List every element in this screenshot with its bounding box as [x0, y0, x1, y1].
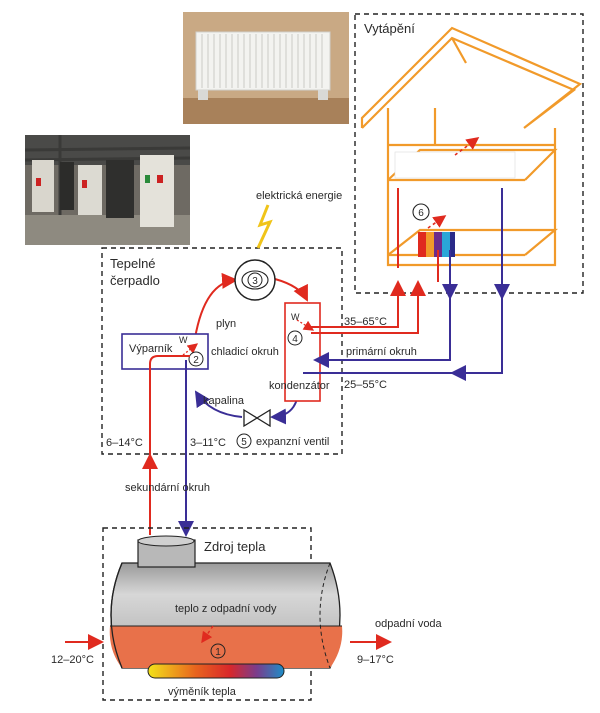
heat-exchanger-label: výměník tepla: [168, 686, 237, 698]
heat-from-wastewater-label: teplo z odpadní vody: [175, 603, 277, 615]
svg-text:4: 4: [292, 334, 298, 345]
condenser-w: W: [291, 312, 300, 322]
svg-text:1: 1: [215, 647, 221, 658]
heat-source-box: [102, 527, 312, 701]
marker-4: [287, 330, 303, 346]
heat-exchanger-icon: [147, 663, 285, 679]
temp-secondary-cold: 3–11°C: [190, 437, 226, 449]
marker-2: [188, 351, 204, 367]
temp-primary-return: 25–55°C: [344, 379, 387, 391]
primary-circuit-label: primární okruh: [346, 346, 417, 358]
house-icon: [360, 26, 583, 267]
machine-room-photo: [24, 135, 191, 245]
marker-5: [236, 433, 252, 449]
wastewater-tank: [109, 535, 343, 669]
marker-6: [412, 203, 430, 221]
secondary-circuit-label: sekundární okruh: [125, 482, 210, 494]
temp-primary-hot: 35–65°C: [344, 316, 387, 328]
heat-pump-title-1: Tepelné: [110, 256, 156, 271]
heat-up-arrow: [454, 137, 480, 156]
evaporator-label: Výparník: [129, 343, 173, 355]
room-radiator: [418, 232, 455, 257]
temp-secondary-hot: 6–14°C: [106, 437, 143, 449]
floor-heating: [394, 151, 516, 179]
svg-text:6: 6: [418, 208, 424, 219]
svg-text:3: 3: [252, 276, 258, 287]
primary-circuit-pipes: [303, 188, 510, 381]
expansion-valve-icon: [243, 408, 271, 428]
temp-wastewater-in: 12–20°C: [51, 654, 94, 666]
marker-3: [247, 272, 263, 288]
heat-pump-box: [101, 247, 343, 455]
svg-text:5: 5: [241, 437, 247, 448]
gas-line: [194, 272, 238, 339]
wastewater-label: odpadní voda: [375, 618, 443, 630]
condenser-label: kondenzátor: [269, 380, 330, 392]
evaporator-w: W: [179, 335, 188, 345]
marker-1: [210, 643, 226, 659]
radiator-photo: [183, 12, 349, 124]
expansion-valve-label: expanzní ventil: [256, 436, 329, 448]
heat-pump-title-2: čerpadlo: [110, 273, 160, 288]
gas-label: plyn: [216, 318, 236, 330]
lightning-icon: [256, 204, 273, 249]
secondary-circuit-pipes: [142, 355, 194, 537]
heating-title: Vytápění: [364, 21, 415, 36]
cooling-circuit-label: chladicí okruh: [211, 346, 279, 358]
heat-source-title: Zdroj tepla: [204, 539, 266, 554]
heating-box: [354, 13, 584, 294]
electric-energy-label: elektrická energie: [256, 190, 342, 202]
temp-wastewater-out: 9–17°C: [357, 654, 394, 666]
liquid-label: kapalina: [203, 395, 245, 407]
svg-text:2: 2: [193, 355, 199, 366]
